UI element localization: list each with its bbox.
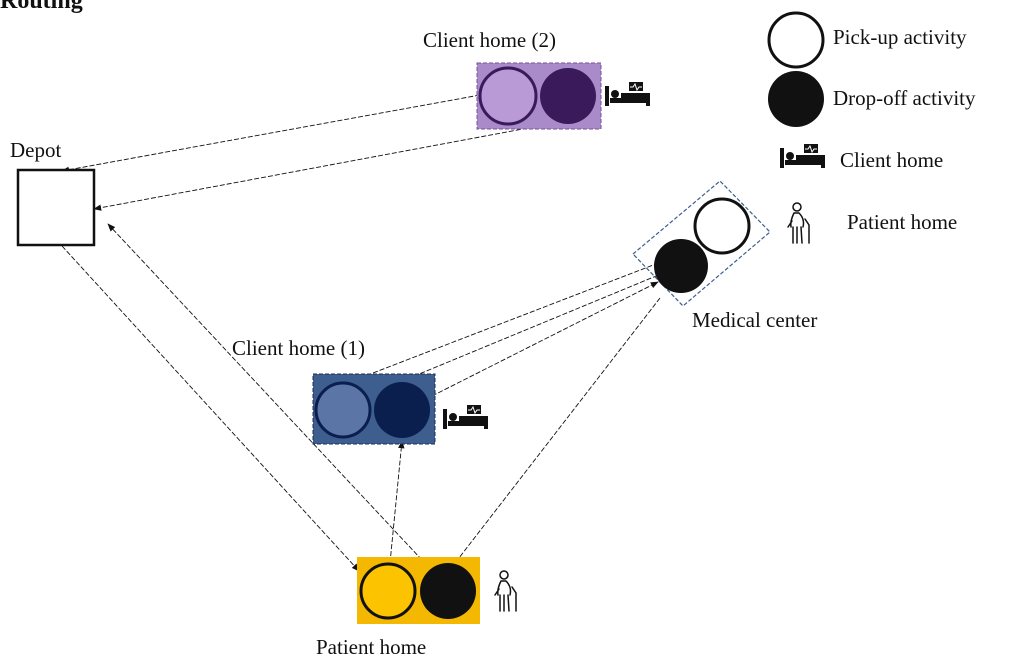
arrow-ch2-dropoff-to-depot [93,122,556,211]
patient-home-person-icon [494,570,517,612]
medical-center-dropoff [654,239,708,293]
legend-dropoff-label: Drop-off activity [833,86,976,110]
medical-center-pickup [693,197,751,255]
medical-center-box [632,180,771,307]
depot-box [16,168,96,247]
medical-center-node [632,180,771,307]
legend-client-home-label: Client home [840,148,944,172]
client-home-1-dropoff [374,382,430,438]
hollow-circle-icon [767,11,825,69]
client-home-1-node [312,373,489,445]
legend-pickup-label: Pick-up activity [833,25,967,49]
client-home-2-label: Client home (2) [423,28,556,52]
arrow-ph-to-ch1 [389,440,405,564]
arrow-mc-to-ph [444,297,661,577]
arrow-mc-to-ch1 [365,261,691,397]
client-home-1-label: Client home (1) [232,336,365,360]
diagram-title: Routing [0,0,83,14]
depot-label: Depot [10,138,62,162]
arrow-ch1-to-mc-1 [359,246,701,379]
patient-home-dropoff [420,563,476,619]
route-arrows [61,94,701,577]
patient-home-node [357,557,517,624]
client-home-1-bed-icon [442,404,489,430]
arrow-ch1-to-mc-2 [431,281,659,397]
medical-center-label: Medical center [692,308,818,332]
filled-circle-icon [768,71,824,127]
arrow-ch2-to-depot [61,94,481,173]
arrow-depot-to-ph [61,245,360,572]
client-home-2-node [476,62,651,130]
legend-patient-home-label: Patient home [847,210,958,234]
client-home-2-dropoff [540,68,596,124]
client-home-1-pickup [314,381,372,439]
legend [767,11,826,244]
client-home-2-pickup [478,66,538,126]
client-home-2-bed-icon [604,81,651,107]
elderly-person-icon [787,202,810,244]
patient-home-label: Patient home [316,635,427,659]
patient-home-pickup [359,562,417,620]
bed-icon [779,143,826,169]
